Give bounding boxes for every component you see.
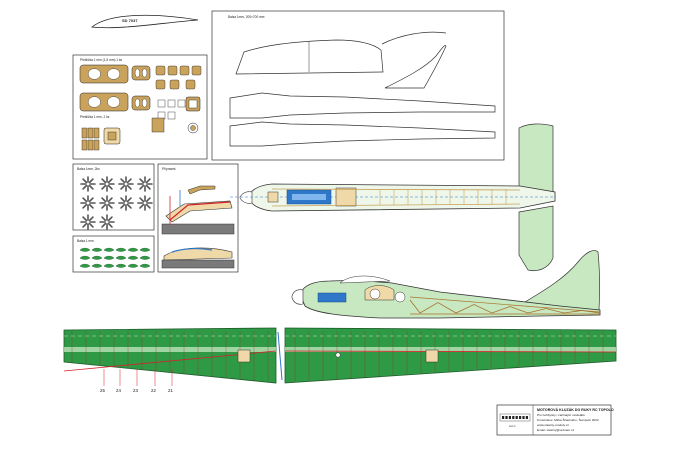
airfoil-profile: SD 7037 <box>91 14 199 29</box>
small-part <box>191 65 202 76</box>
wing-right-half <box>284 327 617 384</box>
title-block: List 1 MOTOROVÁ KLUZÁK DO RUKY RC TOPOLO… <box>496 404 614 436</box>
prop-hub <box>104 181 109 186</box>
props-panel: Balsa 1mm, 2ks <box>72 163 155 231</box>
title-line-1: Pro hobbyisty i začínající modeláře <box>537 413 585 417</box>
title-line-3: www.stastny-modely.cz <box>537 423 569 427</box>
airfoil-label: SD 7037 <box>122 18 138 23</box>
rib-piece <box>115 263 127 268</box>
fuselage-frames <box>379 189 507 205</box>
prop-hub <box>85 219 90 224</box>
fuselage-side-1 <box>229 92 496 119</box>
prop-hub <box>142 200 147 205</box>
former-parts <box>79 64 202 151</box>
small-part <box>179 65 190 76</box>
fuselage-sides-panel: Balsa 1mm, 200×700 mm <box>211 10 505 161</box>
rib-number: 25 <box>100 388 105 393</box>
jig-panel: Přípravek <box>157 163 239 273</box>
rib-number: 23 <box>133 388 138 393</box>
logo-icon: List 1 <box>499 413 531 428</box>
small-part <box>185 79 196 90</box>
small-part <box>167 111 176 120</box>
formers-caption-b: Překližka 1 mm, 2 ks <box>80 115 110 119</box>
title-line-2: Konstrukce: Mirka Šťastného, Šumperk 202… <box>537 417 599 422</box>
rib-number: 22 <box>151 388 156 393</box>
fuselage-sides-caption: Balsa 1mm, 200×700 mm <box>228 15 265 19</box>
fin-outline <box>384 45 447 89</box>
prop-hub <box>104 200 109 205</box>
fuselage-top-view <box>230 123 556 272</box>
propeller-parts <box>80 176 153 230</box>
prop-hub <box>123 181 128 186</box>
ribs-caption: Balsa 1 mm <box>77 239 94 243</box>
stabilizer-top-view <box>518 123 554 206</box>
rib-piece <box>127 255 139 260</box>
small-part <box>167 99 176 108</box>
fin-side-view <box>524 250 601 313</box>
sheet-number: List 1 <box>509 424 516 428</box>
rib-piece <box>91 247 103 252</box>
rib-piece <box>115 247 127 252</box>
rib-piece <box>127 247 139 252</box>
prop-hub <box>123 200 128 205</box>
rib-piece <box>79 263 91 268</box>
wing-plan: 25 24 23 22 21 <box>63 327 617 393</box>
rib-number: 24 <box>116 388 121 393</box>
formers-caption-a: Překližka 1 mm (1,5 mm) 1 ks <box>80 58 123 62</box>
rib-parts <box>79 247 151 268</box>
rib-piece <box>115 255 127 260</box>
rib-number-leaders <box>103 369 173 386</box>
ribs-panel: Balsa 1 mm <box>72 235 155 273</box>
rib-piece <box>103 263 115 268</box>
rib-piece <box>79 255 91 260</box>
rib-piece <box>79 247 91 252</box>
servo-bay-right <box>425 349 439 363</box>
rib-piece <box>127 263 139 268</box>
former-part <box>131 65 151 81</box>
prop-hub <box>85 200 90 205</box>
rib-piece <box>139 263 151 268</box>
prop-hub <box>104 219 109 224</box>
former-part <box>131 95 151 111</box>
former-part <box>79 64 129 84</box>
rib-piece <box>91 263 103 268</box>
wing-ribs <box>64 331 616 383</box>
rib-piece <box>103 247 115 252</box>
rib-piece <box>91 255 103 260</box>
rib-piece <box>139 247 151 252</box>
fuselage-side-2 <box>229 121 496 147</box>
formers-panel: Překližka 1 mm (1,5 mm) 1 ks Překližka 1… <box>72 54 208 160</box>
fuselage-side-view <box>291 250 601 319</box>
jig-caption: Přípravek <box>162 167 176 171</box>
props-caption: Balsa 1mm, 2ks <box>77 167 100 171</box>
prop-hub <box>142 181 147 186</box>
servo-bay-left <box>237 349 251 363</box>
small-part <box>177 99 186 108</box>
small-part <box>155 65 166 76</box>
small-part <box>155 79 166 90</box>
small-part <box>157 99 166 108</box>
rib-piece <box>139 255 151 260</box>
stabilizer-outline <box>235 39 384 75</box>
small-part <box>167 65 178 76</box>
title-line-4: Email: stastny@seznam.cz <box>537 428 575 432</box>
title-text: MOTOROVÁ KLUZÁK DO RUKY RC TOPOLO <box>537 407 614 412</box>
small-part <box>169 79 180 90</box>
rib-piece <box>103 255 115 260</box>
rib-number: 21 <box>168 388 173 393</box>
former-part <box>79 92 129 112</box>
rib-number-labels: 25 24 23 22 21 <box>100 388 173 393</box>
prop-hub <box>85 181 90 186</box>
